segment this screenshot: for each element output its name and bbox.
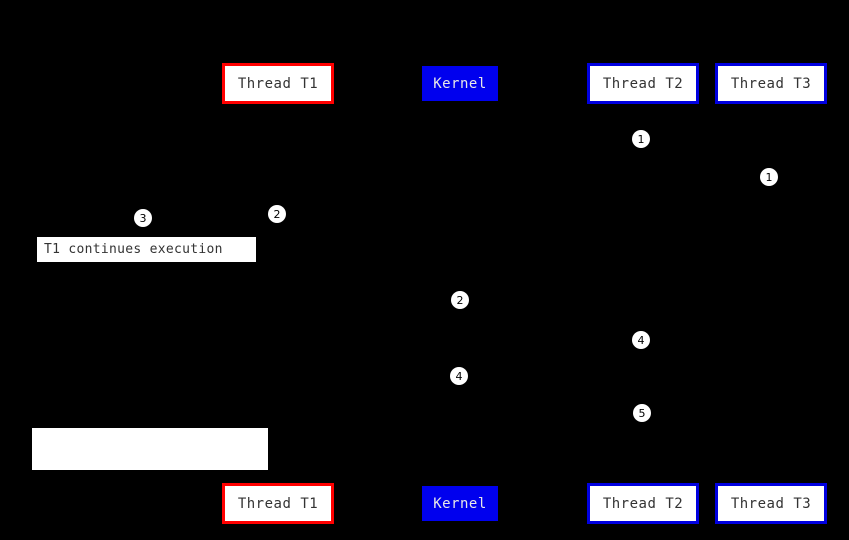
step-bullet-2: 2 [451, 291, 469, 309]
message-arrow-kernel-to-t2-5 [460, 413, 643, 414]
lifeline-t2 [643, 104, 644, 483]
participant-box-kernel-top[interactable]: Kernel [422, 66, 498, 101]
message-arrow-kernel-to-t2-2 [460, 300, 643, 301]
note-blank [32, 428, 268, 470]
participant-label: Kernel [433, 495, 487, 512]
step-number: 5 [638, 406, 646, 420]
step-number: 2 [456, 293, 464, 307]
step-number: 4 [455, 369, 463, 383]
participant-label: Kernel [433, 75, 487, 92]
lifeline-t1 [278, 104, 279, 483]
participant-label: Thread T1 [237, 495, 319, 512]
participant-box-kernel-bottom[interactable]: Kernel [422, 486, 498, 521]
participant-label: Thread T1 [237, 75, 319, 92]
step-bullet-1: 1 [760, 168, 778, 186]
message-arrow-t2-to-kernel-1 [460, 139, 643, 140]
participant-box-t3-bottom[interactable]: Thread T3 [715, 483, 827, 524]
participant-box-t1-bottom[interactable]: Thread T1 [222, 483, 334, 524]
step-number: 1 [765, 170, 773, 184]
lifeline-t3 [771, 104, 772, 483]
message-arrow-t3-to-kernel-1 [460, 177, 771, 178]
note-t1-continues: T1 continues execution [36, 236, 257, 263]
step-bullet-1: 1 [632, 130, 650, 148]
message-arrow-kernel-to-t1-2 [278, 214, 460, 215]
step-number: 2 [273, 207, 281, 221]
step-number: 1 [637, 132, 645, 146]
step-number: 4 [637, 333, 645, 347]
participant-box-t2-top[interactable]: Thread T2 [587, 63, 699, 104]
step-bullet-4: 4 [632, 331, 650, 349]
step-number: 3 [139, 211, 147, 225]
participant-box-t2-bottom[interactable]: Thread T2 [587, 483, 699, 524]
note-text: T1 continues execution [44, 242, 223, 257]
step-bullet-4: 4 [450, 367, 468, 385]
participant-label: Thread T3 [730, 495, 812, 512]
participant-label: Thread T2 [602, 75, 684, 92]
message-arrow-kernel-to-t2-4 [460, 340, 643, 341]
participant-box-t3-top[interactable]: Thread T3 [715, 63, 827, 104]
participant-box-t1-top[interactable]: Thread T1 [222, 63, 334, 104]
message-arrow-t1-to-kernel-4 [278, 376, 460, 377]
participant-label: Thread T3 [730, 75, 812, 92]
step-bullet-5: 5 [633, 404, 651, 422]
step-bullet-2: 2 [268, 205, 286, 223]
participant-label: Thread T2 [602, 495, 684, 512]
step-bullet-3: 3 [134, 209, 152, 227]
